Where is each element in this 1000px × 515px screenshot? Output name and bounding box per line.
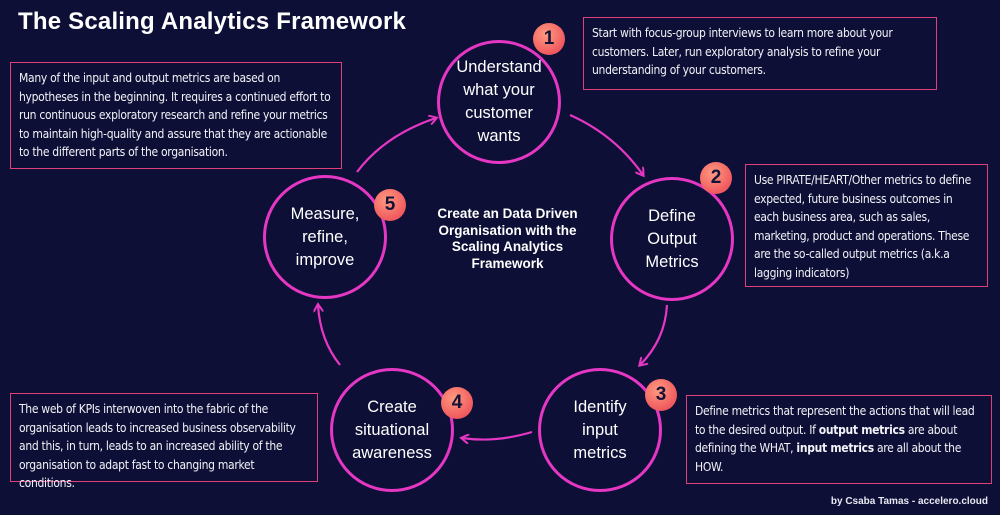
step-badge-5: 5 bbox=[374, 189, 406, 221]
step-badge-1: 1 bbox=[533, 23, 565, 55]
step-badge-2: 2 bbox=[700, 162, 732, 194]
arrow-2-to-3 bbox=[640, 304, 669, 365]
page-title: The Scaling Analytics Framework bbox=[18, 8, 407, 35]
author-credit: by Csaba Tamas - accelero.cloud bbox=[830, 496, 988, 507]
note-step-1: Start with focus-group interviews to lea… bbox=[583, 17, 937, 90]
note-step-2: Use PIRATE/HEART/Other metrics to define… bbox=[745, 164, 988, 287]
note-step-3-text-3: are all about the HOW. bbox=[695, 441, 962, 474]
note-step-3-bold-input: input metrics bbox=[796, 441, 874, 455]
step-badge-3: 3 bbox=[645, 379, 677, 411]
note-step-4: The web of KPIs interwoven into the fabr… bbox=[10, 393, 318, 490]
note-step-3-text-2: are about defining the WHAT, bbox=[695, 422, 958, 456]
step-circle-1: Understand what your customer wants bbox=[437, 40, 561, 164]
step-circle-5: Measure, refine, improve bbox=[263, 175, 387, 299]
step-label-4: Create situational awareness bbox=[352, 397, 432, 462]
note-step-3-bold-output: output metrics bbox=[818, 422, 905, 437]
step-circle-3: Identify input metrics bbox=[538, 368, 662, 492]
step-badge-4: 4 bbox=[441, 387, 473, 419]
arrow-1-to-2 bbox=[569, 113, 643, 175]
step-label-3: Identify input metrics bbox=[573, 397, 627, 462]
step-label-1: Understand what your customer wants bbox=[456, 58, 542, 145]
arrow-4-to-5 bbox=[318, 305, 341, 366]
center-text: Create an Data Driven Organisation with … bbox=[437, 206, 578, 271]
step-label-2: Define Output Metrics bbox=[645, 206, 699, 271]
step-circle-2: Define Output Metrics bbox=[610, 177, 734, 301]
arrow-3-to-4 bbox=[462, 430, 533, 440]
note-step-5: Many of the input and output metrics are… bbox=[10, 62, 342, 169]
step-circle-4: Create situational awareness bbox=[330, 368, 454, 492]
step-label-5: Measure, refine, improve bbox=[290, 204, 360, 269]
note-step-3: Define metrics that represent the action… bbox=[686, 395, 992, 484]
note-step-3-text-1: Define metrics that represent the action… bbox=[695, 404, 975, 437]
arrow-5-to-1 bbox=[356, 118, 436, 173]
